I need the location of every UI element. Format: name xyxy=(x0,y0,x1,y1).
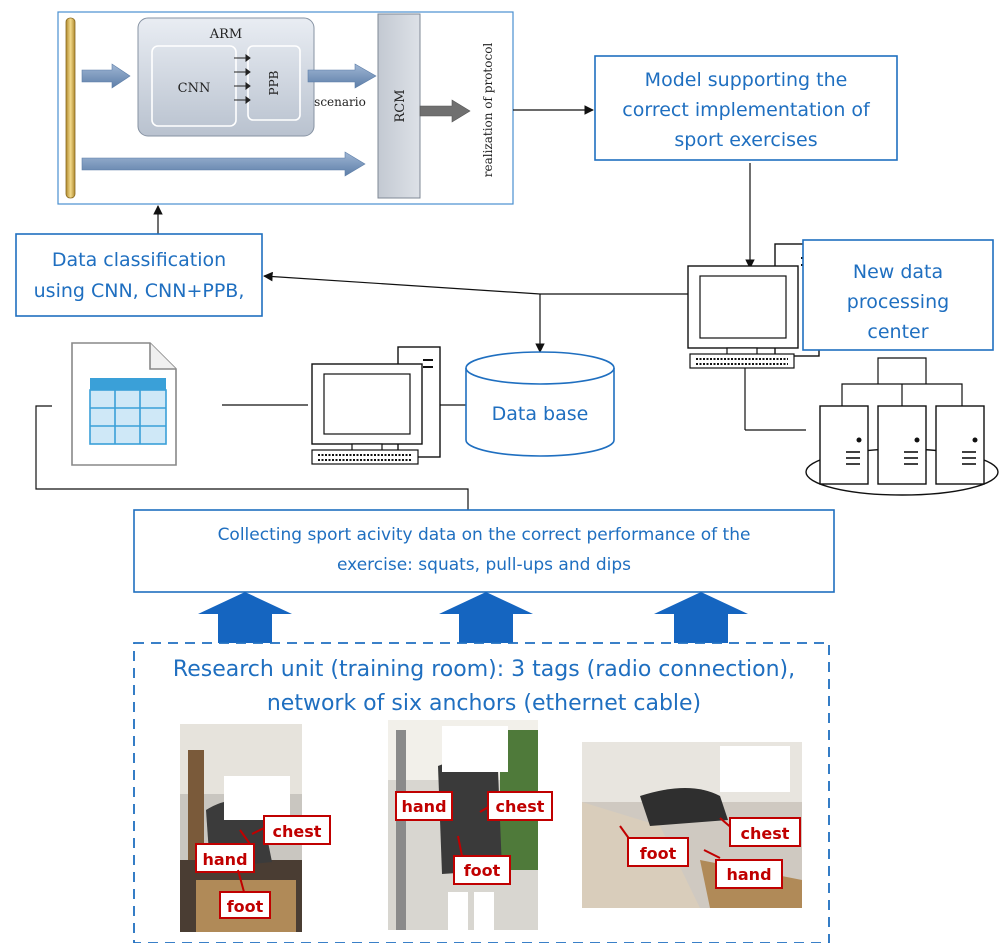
tag-hand: hand xyxy=(726,865,771,884)
model-line-3: sport exercises xyxy=(674,129,817,151)
cnn-label: CNN xyxy=(178,81,211,96)
upward-arrows xyxy=(198,592,748,643)
tag-chest: chest xyxy=(496,797,545,816)
classification-line-2: using CNN, CNN+PPB, xyxy=(34,280,245,302)
tag-label xyxy=(263,815,331,845)
rcm-label: RCM xyxy=(393,89,408,122)
up-arrow-1 xyxy=(198,592,292,643)
tag-hand: hand xyxy=(202,850,247,869)
tag-label xyxy=(487,791,553,821)
arm-to-rcm-arrow xyxy=(307,63,377,89)
database-cylinder: Data base xyxy=(465,351,615,457)
tag-label xyxy=(627,837,689,867)
center-line-3: center xyxy=(867,321,928,343)
up-arrow-3 xyxy=(654,592,748,643)
ppb-label: PPB xyxy=(267,70,281,95)
face-blur-box xyxy=(224,776,290,820)
dip-photo: chest foot hand xyxy=(582,742,802,908)
server-icon xyxy=(935,405,985,485)
research-unit-box: Research unit (training room): 3 tags (r… xyxy=(133,642,830,943)
squat-photo: chest hand foot xyxy=(180,724,331,932)
classification-box: Data classification using CNN, CNN+PPB, xyxy=(15,233,263,317)
tag-label xyxy=(395,791,453,821)
to-classification-arrow xyxy=(263,271,541,295)
model-line-2: correct implementation of xyxy=(622,99,871,121)
keyboard-icon xyxy=(689,353,795,369)
research-line-1: Research unit (training room): 3 tags (r… xyxy=(173,657,795,682)
processing-center-box: New data processing center xyxy=(802,239,994,351)
rcm-output-arrow xyxy=(419,99,471,123)
tag-foot: foot xyxy=(640,844,677,863)
arm-label: ARM xyxy=(209,27,243,42)
connector-lines xyxy=(35,105,806,510)
database-computer xyxy=(311,346,441,465)
tag-label xyxy=(453,855,511,885)
pullup-photo: hand chest foot xyxy=(388,720,553,930)
tag-label xyxy=(729,817,801,847)
up-arrow-2 xyxy=(439,592,533,643)
cnn-ppb-connectors xyxy=(234,54,251,104)
keyboard-icon xyxy=(311,449,419,465)
center-line-2: processing xyxy=(847,291,949,313)
research-line-2: network of six anchors (ethernet cable) xyxy=(267,691,701,716)
collecting-line-2: exercise: squats, pull-ups and dips xyxy=(337,555,631,575)
ppb-block xyxy=(247,45,301,121)
server-cluster-icon xyxy=(805,357,999,496)
tag-hand: hand xyxy=(401,797,446,816)
database-label: Data base xyxy=(492,403,589,425)
tag-label xyxy=(715,859,783,889)
model-line-1: Model supporting the xyxy=(645,69,848,91)
input-arrow-upper xyxy=(81,63,131,89)
collect-to-spreadsheet-line xyxy=(35,405,469,510)
arm-rcm-module: ARM CNN PPB scenario RCM realization of … xyxy=(57,11,514,205)
tag-chest: chest xyxy=(741,824,790,843)
center-line-1: New data xyxy=(853,261,943,283)
tag-foot: foot xyxy=(464,861,501,880)
tag-label xyxy=(219,891,271,919)
face-blur-box xyxy=(720,746,790,792)
server-icon xyxy=(819,405,869,485)
face-blur-box xyxy=(442,726,508,772)
server-icon xyxy=(877,405,927,485)
classification-line-1: Data classification xyxy=(52,249,226,271)
collecting-line-1: Collecting sport acivity data on the cor… xyxy=(218,525,751,545)
model-box: Model supporting the correct implementat… xyxy=(594,55,898,161)
input-arrow-lower xyxy=(81,151,366,177)
tag-label xyxy=(195,843,255,873)
collecting-box: Collecting sport acivity data on the cor… xyxy=(133,509,835,593)
tag-foot: foot xyxy=(227,897,264,916)
realization-label: realization of protocol xyxy=(481,43,495,178)
scenario-label: scenario xyxy=(314,95,366,109)
processing-center-computer xyxy=(687,243,820,369)
spreadsheet-icon xyxy=(71,342,177,466)
tag-chest: chest xyxy=(273,822,322,841)
sensor-bar xyxy=(65,17,76,199)
